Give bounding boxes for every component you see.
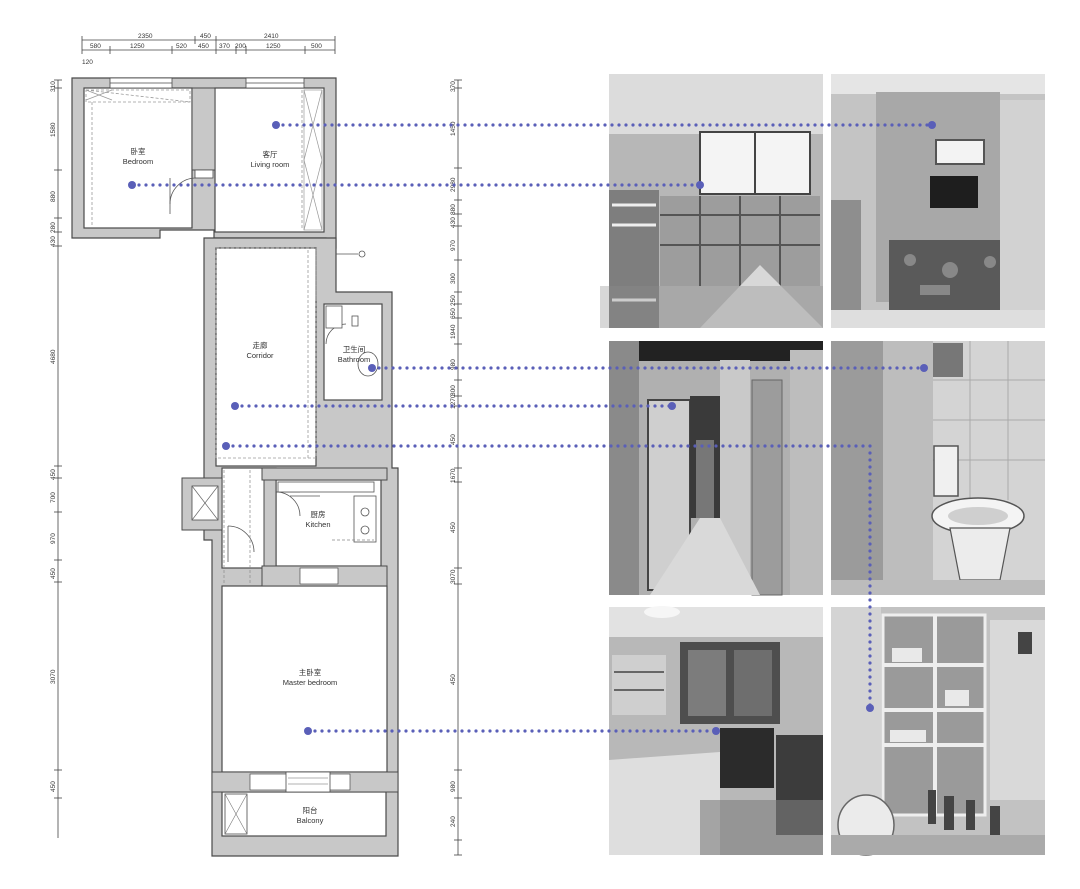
bathroom-label-en: Bathroom [338,355,371,364]
right-dim-16: 450 [450,522,457,533]
dim-top-total-1: 2350 [138,33,153,40]
left-dim-9: 970 [50,533,57,544]
right-dim-18: 450 [450,674,457,685]
marker-photo-kitchen [866,704,874,712]
dim-top-seg-8: 500 [311,43,322,50]
dim-top-total-3: 2410 [264,33,279,40]
left-dim-6: 4680 [50,349,57,364]
right-dim-12: 300 [450,385,457,396]
right-dim-2: 1450 [450,121,457,136]
marker-photo-living [928,121,936,129]
right-dimensions: 3701450298088043097030025065019409803001… [450,79,462,856]
bedroom-label-en: Bedroom [123,157,153,166]
left-dim-5: 430 [50,236,57,247]
dim-top-total-2: 450 [200,33,211,40]
right-dim-7: 300 [450,273,457,284]
room-labels: 卧室 Bedroom 客厅 Living room 走廊 Corridor 卫生… [123,146,370,825]
top-dimensions: 2350 450 2410 580 1250 520 450 370 200 1… [81,33,336,66]
marker-corridor-kitchen [222,442,230,450]
right-dim-4: 880 [450,204,457,215]
photo-living-room [831,74,1045,328]
floor-plan [71,77,399,857]
dim-top-seg-1: 580 [90,43,101,50]
corridor-label-zh: 走廊 [253,340,268,350]
left-dim-10: 450 [50,568,57,579]
left-dim-2: 1580 [50,122,57,137]
dim-top-seg-2: 1250 [130,43,145,50]
dim-top-seg-7: 1250 [266,43,281,50]
marker-living-room [272,121,280,129]
dim-top-seg-5: 370 [219,43,230,50]
master-bedroom-label-en: Master bedroom [283,678,338,687]
left-dim-8: 700 [50,492,57,503]
corridor-label-en: Corridor [246,351,274,360]
dim-top-seg-4: 450 [198,43,209,50]
left-dim-4: 280 [50,222,57,233]
bedroom-floor [83,87,193,229]
marker-photo-bathroom [920,364,928,372]
master-bedroom-label-zh: 主卧室 [299,667,322,677]
right-dim-5: 430 [450,217,457,228]
photo-grid [600,74,1045,856]
kitchen-label-en: Kitchen [305,520,330,529]
left-dim-7: 450 [50,469,57,480]
bathroom-label-zh: 卫生间 [343,344,366,354]
left-dim-11: 3070 [50,669,57,684]
right-dim-14: 450 [450,434,457,445]
marker-photo-master [712,727,720,735]
marker-master-bedroom [304,727,312,735]
master-bedroom-floor [221,585,388,773]
left-dim-3: 880 [50,191,57,202]
left-dim-1: 310 [50,81,57,92]
balcony-label-zh: 阳台 [303,805,318,815]
right-dim-1: 370 [450,81,457,92]
left-dim-12: 450 [50,781,57,792]
corridor-floor [215,247,317,467]
right-dim-15: 1670 [450,468,457,483]
left-dimensions: 310 1580 880 280 430 4680 450 700 970 450 3070 450 [50,79,62,838]
right-dim-17: 3070 [450,569,457,584]
dim-top-edge: 120 [82,59,93,66]
photo-corridor [609,341,823,596]
marker-bedroom [128,181,136,189]
leader-lines [130,123,934,733]
right-dim-11: 980 [450,359,457,370]
right-dim-19: 980 [450,781,457,792]
leader-endpoints [128,121,936,735]
dim-top-seg-6: 200 [235,43,246,50]
living-room-label-zh: 客厅 [263,149,278,159]
living-room-floor [214,87,325,233]
bedroom-label-zh: 卧室 [131,146,146,156]
living-room-label-en: Living room [251,160,290,169]
photo-bathroom [831,341,1045,595]
dim-top-seg-3: 520 [176,43,187,50]
kitchen-label-zh: 厨房 [311,509,326,519]
balcony-label-en: Balcony [297,816,324,825]
right-dim-8: 250 [450,295,457,306]
right-dim-20: 240 [450,816,457,827]
photo-kitchen-shelves [831,607,1045,856]
marker-photo-corridor [668,402,676,410]
right-dim-13: 1270 [450,394,457,409]
right-dim-9: 650 [450,308,457,319]
marker-bathroom [368,364,376,372]
right-dim-10: 1940 [450,324,457,339]
photo-bedroom [600,74,823,328]
marker-corridor [231,402,239,410]
marker-photo-bedroom [696,181,704,189]
balcony-floor [221,791,387,837]
right-dim-6: 970 [450,240,457,251]
